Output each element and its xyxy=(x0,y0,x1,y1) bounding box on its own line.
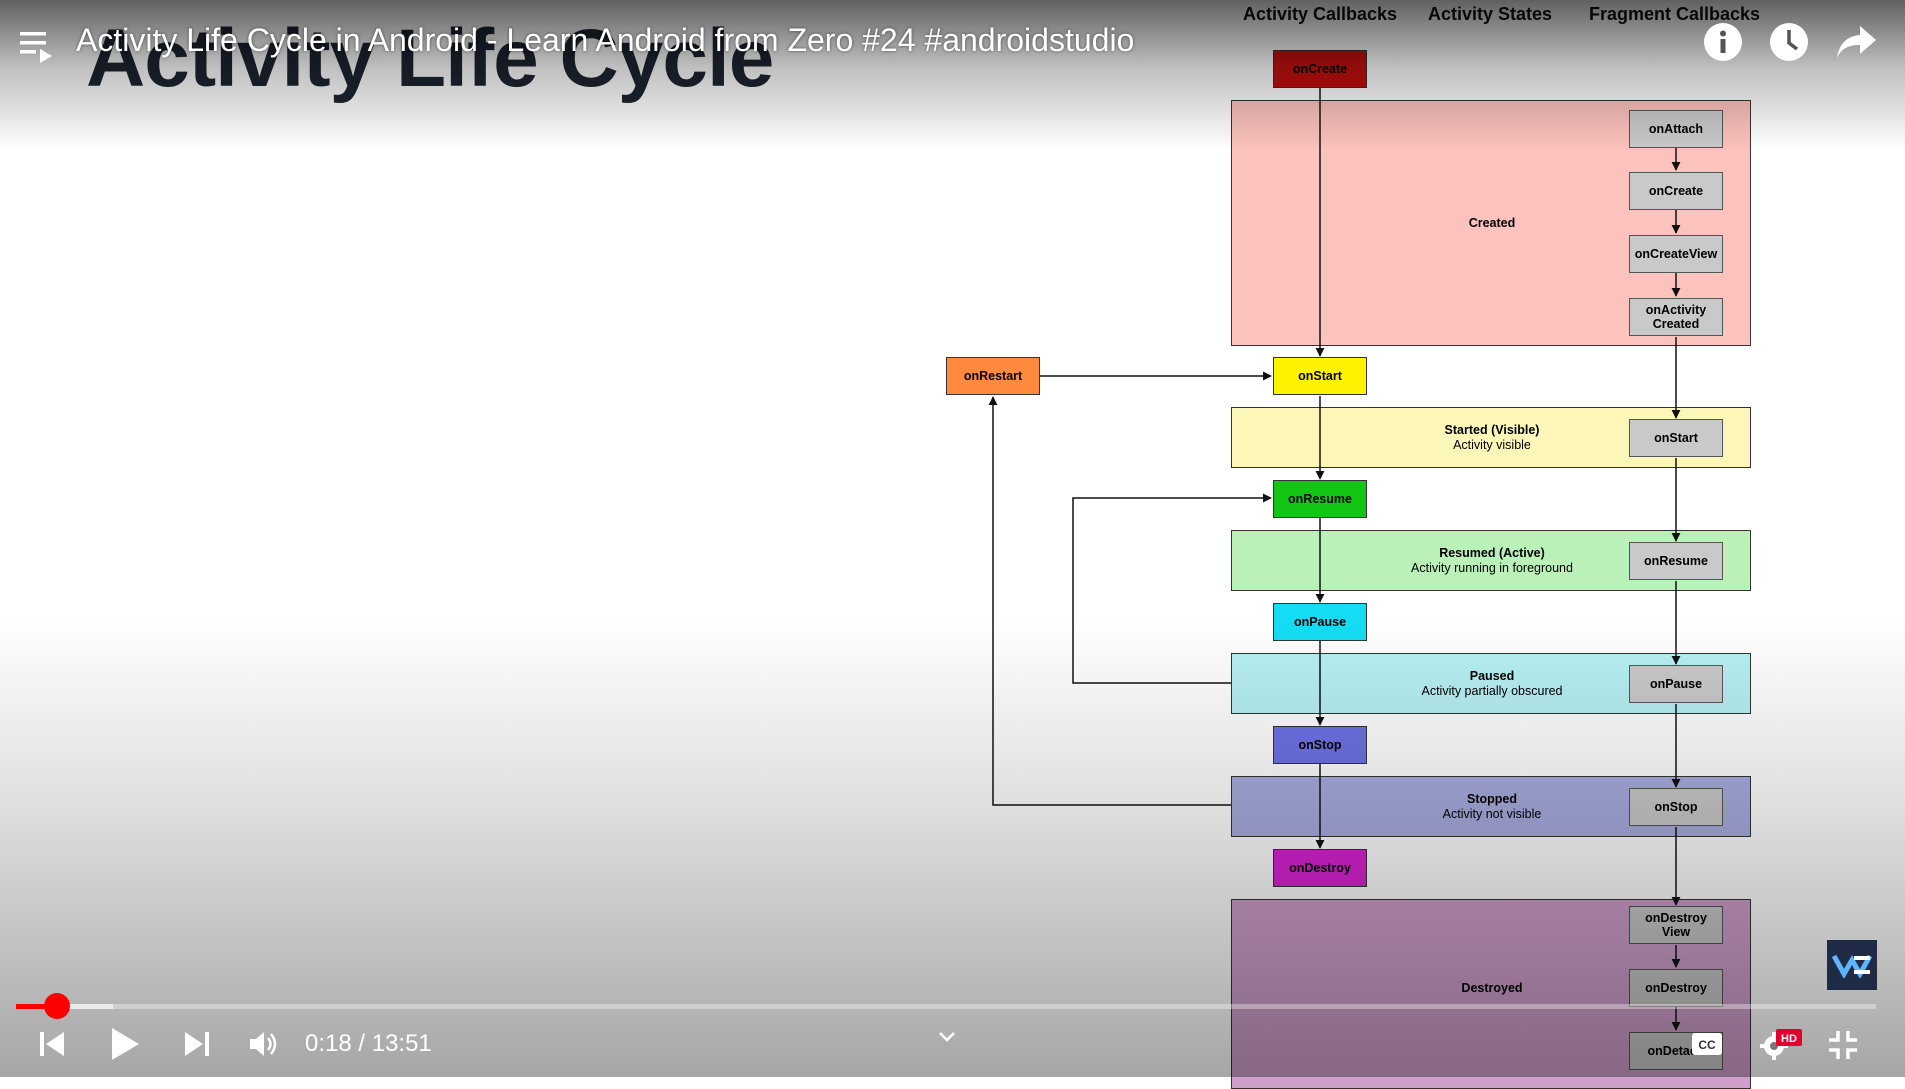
callback-ondestroy: onDestroy xyxy=(1273,849,1367,887)
state-description: Activity partially obscured xyxy=(1421,684,1563,698)
state-name: Stopped xyxy=(1467,792,1517,806)
state-name: Started (Visible) xyxy=(1444,423,1540,437)
callback-onpause: onPause xyxy=(1273,603,1367,641)
callback-oncreate: onCreate xyxy=(1273,50,1367,88)
callback-label: onDestroy xyxy=(1289,861,1351,875)
fragment-label: onAttach xyxy=(1648,122,1704,136)
fragment-onattach: onAttach xyxy=(1629,110,1723,148)
fragment-onstop: onStop xyxy=(1629,788,1723,826)
state-name: Paused xyxy=(1469,669,1515,683)
state-description: Activity visible xyxy=(1453,438,1531,452)
state-description: Activity running in foreground xyxy=(1411,561,1573,575)
callback-label: onPause xyxy=(1293,615,1347,629)
play-icon[interactable] xyxy=(110,1027,140,1061)
fragment-onactivitycreated: onActivity Created xyxy=(1629,298,1723,336)
fragment-ondestroyview: onDestroy View xyxy=(1629,906,1723,944)
fragment-onstart: onStart xyxy=(1629,419,1723,457)
callback-onstop: onStop xyxy=(1273,726,1367,764)
exit-fullscreen-icon[interactable] xyxy=(1828,1030,1858,1060)
fragment-label: onPause xyxy=(1649,677,1703,691)
state-description: Activity not visible xyxy=(1442,807,1542,821)
callback-label: onCreate xyxy=(1292,62,1348,76)
fragment-label: onDestroy xyxy=(1645,981,1707,995)
captions-icon[interactable]: CC xyxy=(1691,1032,1723,1056)
fragment-label: onCreateView xyxy=(1634,247,1718,261)
clock-icon[interactable] xyxy=(1769,22,1809,62)
fragment-label: onStop xyxy=(1654,800,1698,814)
fragment-label: onResume xyxy=(1644,554,1708,568)
fragment-onpause: onPause xyxy=(1629,665,1723,703)
fragment-onresume: onResume xyxy=(1629,542,1723,580)
fragment-oncreateview: onCreateView xyxy=(1629,235,1723,273)
fragment-oncreate: onCreate xyxy=(1629,172,1723,210)
video-title[interactable]: Activity Life Cycle in Android - Learn A… xyxy=(76,22,1135,58)
skip-next-icon[interactable] xyxy=(183,1030,209,1058)
fragment-label: onDestroy View xyxy=(1645,911,1707,939)
hd-badge: HD xyxy=(1781,1033,1797,1045)
callback-label: onResume xyxy=(1288,492,1352,506)
fragment-ondestroy: onDestroy xyxy=(1629,969,1723,1007)
cc-label: CC xyxy=(1698,1038,1716,1052)
volume-icon[interactable] xyxy=(248,1028,280,1060)
fragment-label: onActivity Created xyxy=(1645,303,1707,331)
fragment-label: onDetach xyxy=(1647,1044,1705,1058)
progress-bar[interactable] xyxy=(16,1004,1876,1009)
gear-icon[interactable]: HD xyxy=(1760,1028,1804,1062)
state-name: Resumed (Active) xyxy=(1439,546,1545,560)
channel-watermark[interactable] xyxy=(1827,940,1877,990)
time-display: 0:18 / 13:51 xyxy=(305,1030,432,1057)
callback-onresume: onResume xyxy=(1273,480,1367,518)
state-name: Destroyed xyxy=(1461,981,1523,995)
callback-onstart: onStart xyxy=(1273,357,1367,395)
info-icon[interactable] xyxy=(1703,22,1743,62)
callback-label: onRestart xyxy=(963,369,1023,383)
played-bar xyxy=(16,1004,57,1009)
playlist-icon[interactable] xyxy=(20,30,56,64)
skip-previous-icon[interactable] xyxy=(40,1030,66,1058)
callback-label: onStop xyxy=(1298,738,1342,752)
callback-onrestart: onRestart xyxy=(946,357,1040,395)
callback-label: onStart xyxy=(1298,369,1342,383)
chevron-down-icon[interactable] xyxy=(938,1030,956,1042)
fragment-label: onCreate xyxy=(1648,184,1704,198)
fragment-label: onStart xyxy=(1654,431,1698,445)
share-icon[interactable] xyxy=(1836,24,1878,60)
state-name: Created xyxy=(1468,216,1516,230)
scrubber-handle[interactable] xyxy=(43,993,70,1019)
